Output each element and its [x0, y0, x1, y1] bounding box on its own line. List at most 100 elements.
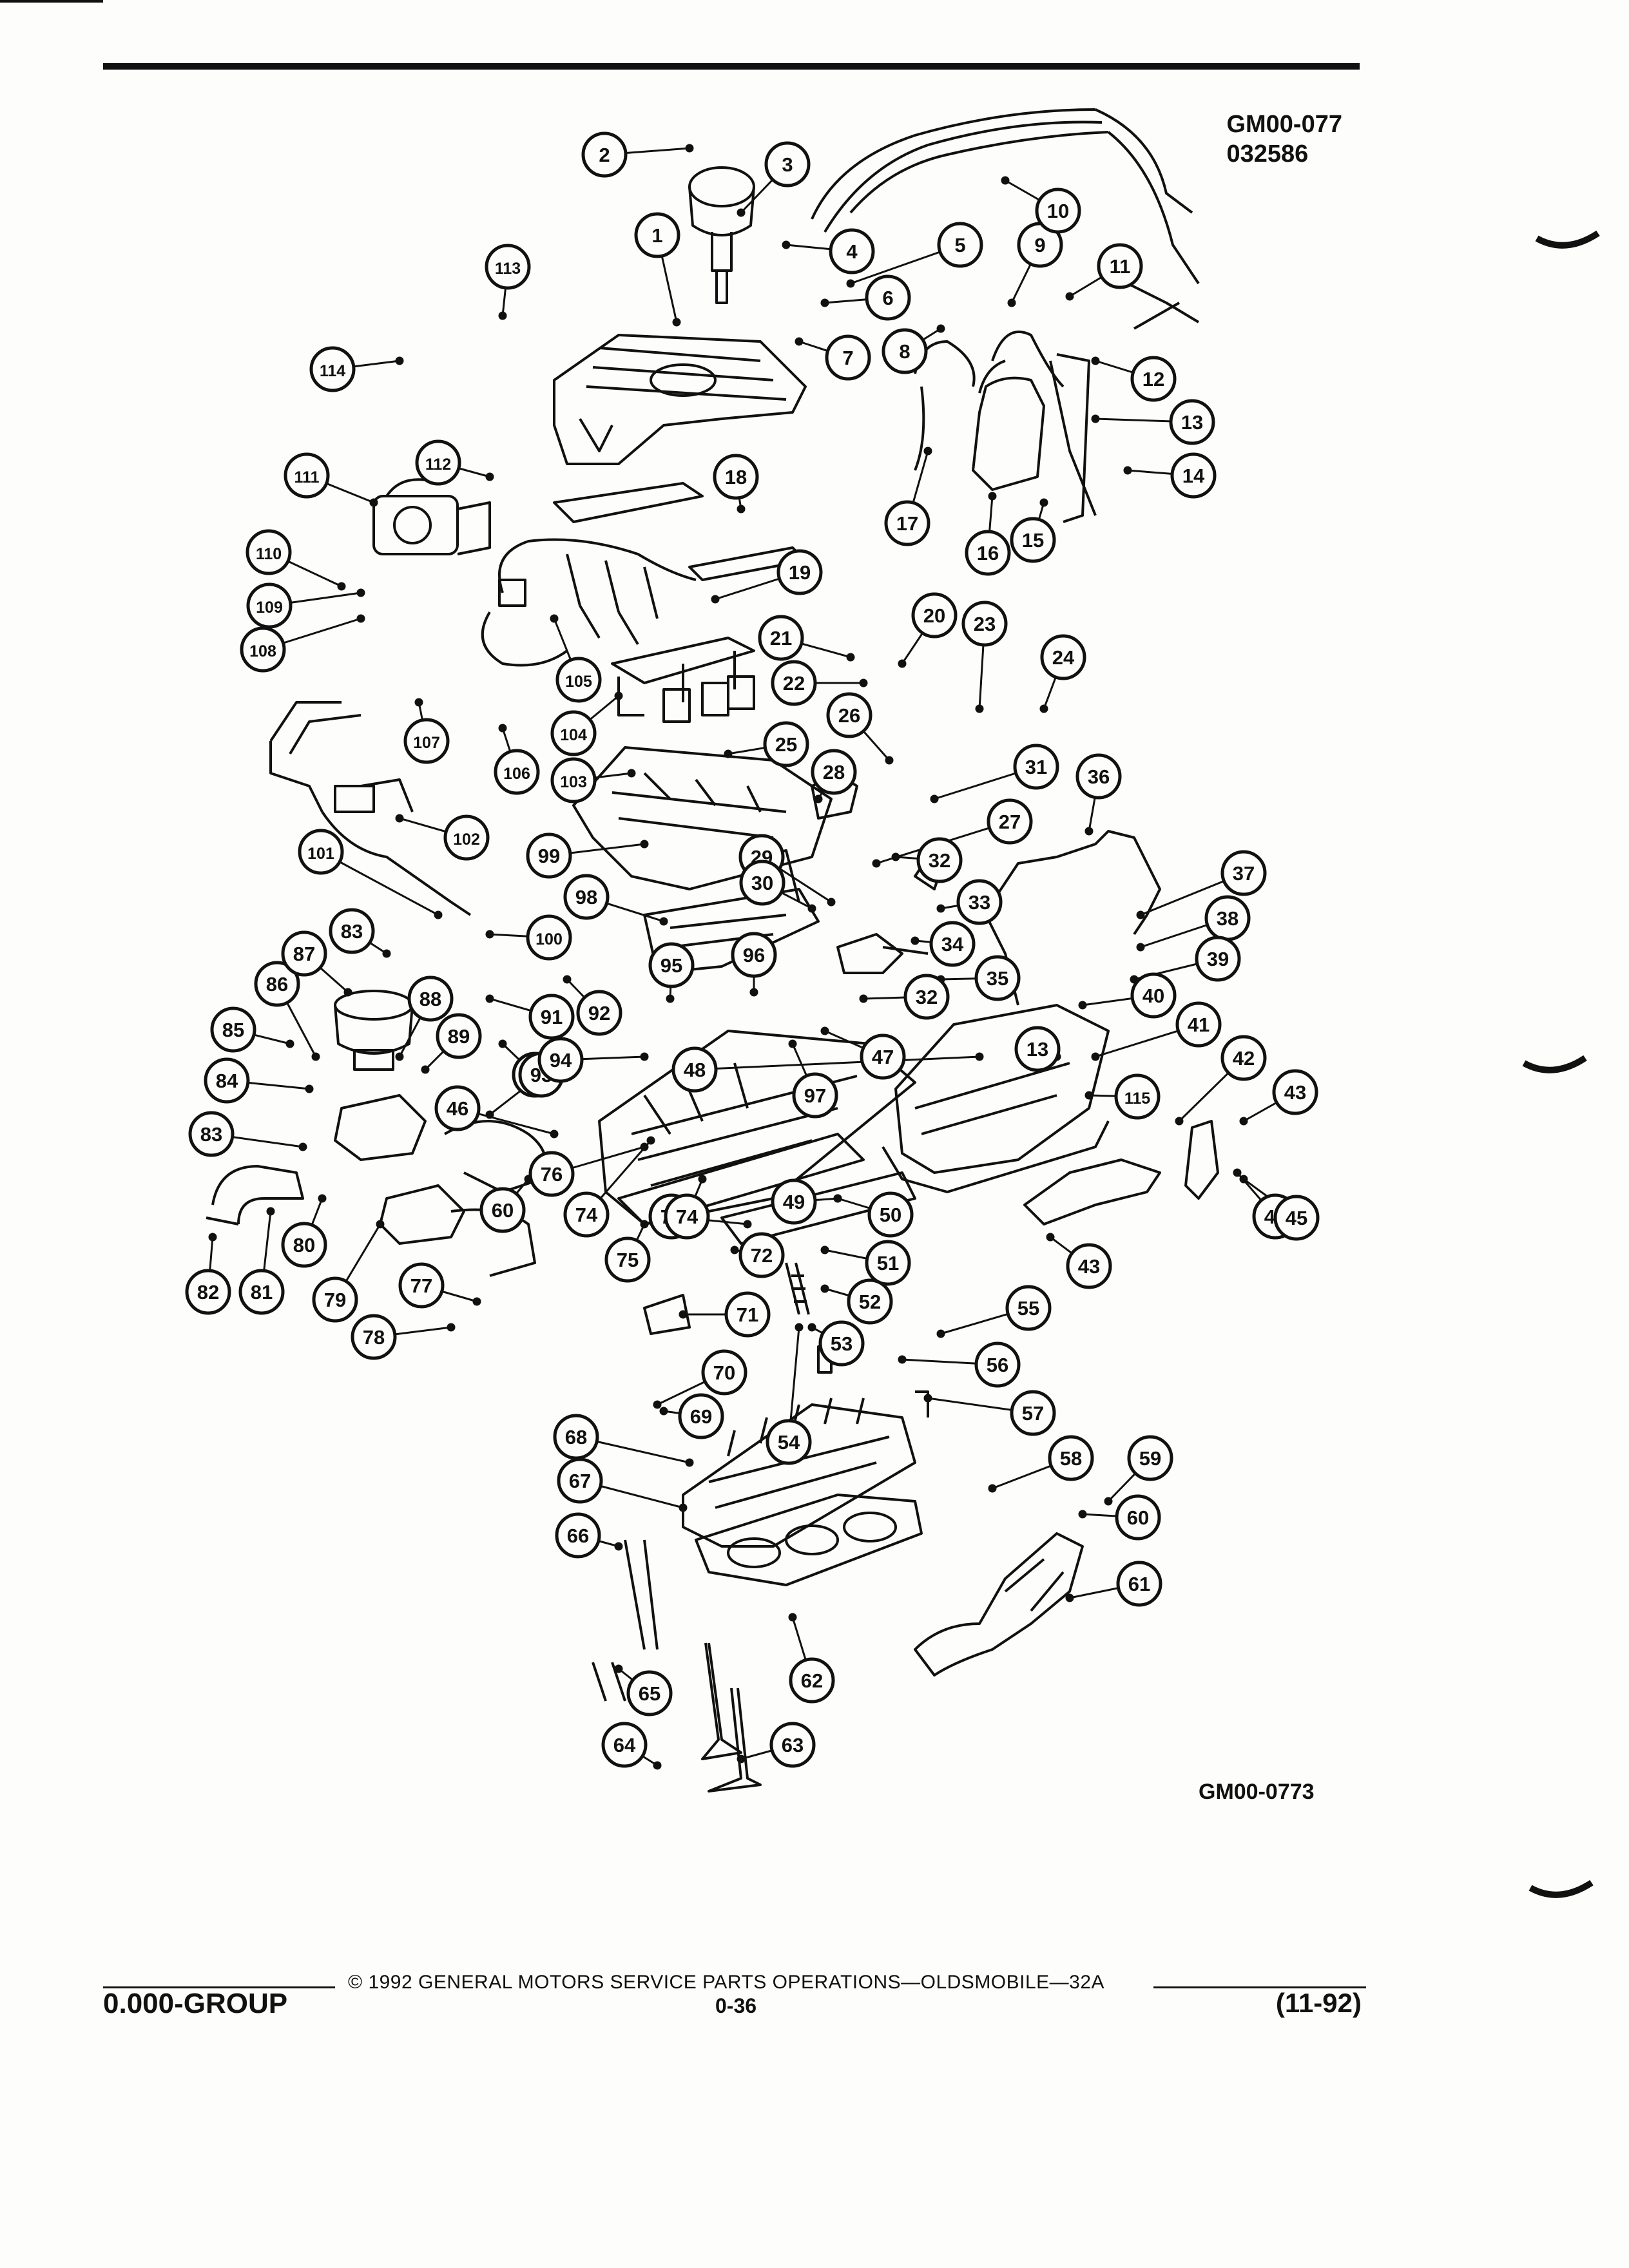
group-label: 0.000-GROUP	[103, 1988, 288, 2019]
callout-number: 6	[882, 287, 893, 309]
callout-114: 114	[309, 346, 356, 392]
callout-number: 72	[751, 1244, 773, 1267]
callout-12: 12	[1130, 356, 1177, 402]
callout-circle	[634, 212, 680, 258]
leader-arrowhead	[1136, 910, 1145, 919]
callout-number: 107	[413, 734, 440, 752]
leader-arrowhead	[1084, 1091, 1094, 1100]
leader-arrowhead	[627, 769, 636, 778]
callout-number: 38	[1217, 907, 1239, 930]
callout-96: 96	[731, 932, 777, 978]
callout-20: 20	[911, 592, 958, 639]
callout-circle	[974, 1341, 1021, 1388]
callout-circle	[298, 829, 344, 875]
callout-45: 45	[1273, 1195, 1320, 1241]
callout-circle	[1013, 744, 1059, 790]
callout-47: 47	[860, 1033, 906, 1080]
callout-circle	[557, 1457, 603, 1504]
callout-circle	[671, 1046, 718, 1093]
callout-33: 33	[956, 879, 1003, 925]
leader-arrowhead	[659, 917, 668, 926]
callout-111: 111	[284, 452, 330, 499]
callout-circle	[1272, 1069, 1318, 1115]
leader-arrowhead	[1065, 292, 1074, 301]
leader-arrowhead	[820, 1284, 829, 1293]
callout-58: 58	[1048, 1435, 1094, 1481]
leader-arrowhead	[872, 859, 881, 868]
leader-arrowhead	[395, 1052, 404, 1061]
callout-number: 43	[1284, 1081, 1306, 1104]
callout-74: 74	[563, 1191, 610, 1238]
callout-number: 63	[782, 1734, 804, 1756]
callout-18: 18	[713, 454, 759, 500]
callout-circle	[1066, 1243, 1112, 1289]
leader-arrowhead	[820, 1245, 829, 1254]
callout-number: 84	[216, 1070, 238, 1092]
callout-number: 22	[783, 672, 805, 695]
leader-arrowhead	[266, 1207, 275, 1216]
callout-circle	[825, 334, 871, 381]
leader-arrowhead	[653, 1761, 662, 1770]
callout-circle	[238, 1269, 285, 1315]
callout-circle	[1035, 187, 1081, 234]
leader-arrowhead	[988, 1484, 997, 1493]
callout-10: 10	[1035, 187, 1081, 234]
leader-arrowhead	[395, 356, 404, 365]
callout-number: 71	[737, 1303, 758, 1326]
fuel-rail-injectors-drawing	[611, 637, 755, 723]
leader-arrowhead	[311, 1052, 320, 1061]
callout-52: 52	[847, 1278, 893, 1325]
leader-arrowhead	[846, 653, 855, 662]
leader-arrowhead	[1091, 414, 1100, 423]
figure-code-block: GM00-077 032586	[1226, 110, 1342, 169]
callout-circle	[1075, 753, 1122, 800]
leader-arrowhead	[305, 1084, 314, 1093]
callout-14: 14	[1170, 452, 1217, 499]
callout-circle	[724, 1291, 771, 1338]
callout-circle	[1175, 1001, 1222, 1048]
part-drawings	[206, 108, 1219, 1792]
callout-number: 83	[200, 1123, 222, 1146]
callout-113: 113	[485, 244, 531, 290]
callout-65: 65	[626, 1670, 673, 1716]
callout-48: 48	[671, 1046, 718, 1093]
callout-number: 86	[266, 973, 288, 995]
rocker-cover-gasket-drawing	[617, 1133, 916, 1245]
callout-75: 75	[604, 1236, 651, 1283]
callout-55: 55	[1005, 1285, 1052, 1331]
callout-101: 101	[298, 829, 344, 875]
callout-circle	[1273, 1195, 1320, 1241]
leader-arrowhead	[1239, 1117, 1248, 1126]
leader-arrowhead	[936, 904, 945, 913]
leader-arrowhead	[827, 898, 836, 907]
callout-circle	[443, 814, 490, 861]
callout-number: 70	[713, 1361, 735, 1384]
leader-arrowhead	[434, 910, 443, 919]
callout-number: 28	[823, 761, 845, 783]
callout-circle	[1127, 1435, 1173, 1481]
callout-number: 45	[1286, 1207, 1307, 1229]
leader-arrowhead	[472, 1297, 481, 1306]
callout-circle	[494, 749, 540, 795]
callout-number: 75	[617, 1249, 639, 1271]
callout-number: 36	[1088, 765, 1110, 788]
callout-number: 83	[341, 920, 363, 943]
callout-number: 85	[222, 1019, 244, 1041]
leader-arrowhead	[730, 1245, 739, 1254]
callout-25: 25	[763, 721, 809, 767]
egr-tube-drawing	[269, 701, 472, 916]
callout-number: 51	[877, 1252, 899, 1274]
callout-number: 34	[941, 933, 964, 956]
callout-88: 88	[407, 975, 454, 1022]
callout-number: 60	[1127, 1506, 1149, 1529]
leader-arrowhead	[820, 298, 829, 307]
leader-arrowhead	[898, 659, 907, 668]
callout-circle	[713, 454, 759, 500]
footer-rule-right	[1153, 1986, 1366, 1988]
callout-number: 81	[251, 1281, 273, 1303]
leader-arrowhead	[820, 1026, 829, 1035]
leader-arrowhead	[1078, 1510, 1087, 1519]
callout-number: 67	[569, 1470, 591, 1492]
leader-arrowhead	[685, 1458, 694, 1467]
callout-number: 115	[1124, 1090, 1150, 1108]
